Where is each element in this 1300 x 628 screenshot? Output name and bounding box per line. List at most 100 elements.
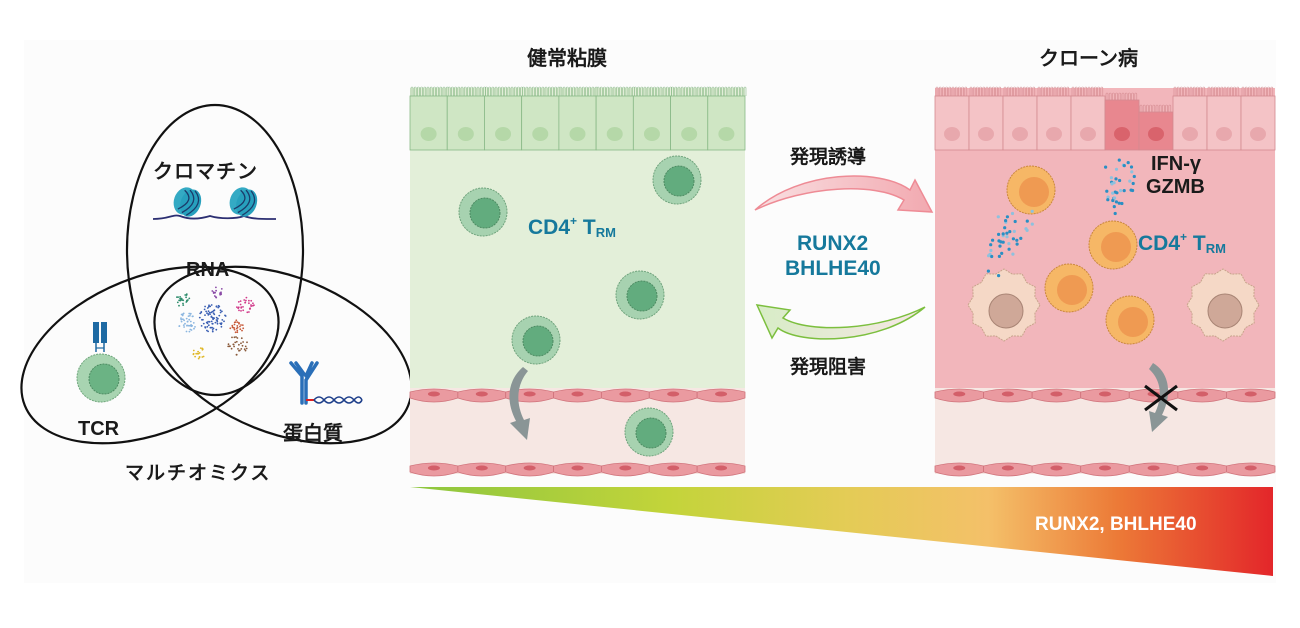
microvilli [1105,92,1138,100]
cytokine-dot [1011,252,1015,256]
microvilli [447,86,486,96]
tsne-point [232,343,235,346]
tsne-point [215,328,218,331]
cytokine-dot [1122,189,1126,193]
tsne-point [216,320,219,323]
microvilli [969,86,1002,96]
tsne-cluster-icon [176,286,255,360]
cytokine-dot [1025,228,1029,232]
tsne-point [182,312,185,315]
tsne-point [215,319,218,321]
tsne-point [215,289,218,292]
microvilli [1241,86,1274,96]
endothelial-nucleus [1099,391,1111,397]
tsne-point [180,320,183,323]
cytokine-dot [1120,201,1124,206]
epithelial-cell [1036,95,1072,151]
tsne-point [213,295,216,297]
epithelial-nucleus [1250,127,1266,141]
label-t: T [577,216,596,239]
tsne-point [243,299,246,301]
tsne-point [207,324,210,327]
tsne-point [211,329,214,331]
inhibit-arrow [755,304,926,340]
cytokine-gzmb: GZMB [1146,176,1205,198]
cytokine-dot [1012,229,1016,233]
tsne-point [218,314,221,317]
tsne-point [221,319,224,321]
tsne-point [237,348,239,350]
tsne-point [194,355,197,358]
tsne-point [208,320,211,323]
tsne-point [198,356,201,359]
cytokine-dot [997,232,1001,236]
cytokine-dot [1015,238,1019,242]
cytokine-dot [1005,231,1009,235]
tsne-point [231,336,233,339]
tsne-point [182,304,185,306]
venn-diagram [20,103,413,445]
tsne-point [188,297,191,300]
tsne-point [243,348,246,351]
cytokine-dot [1113,196,1117,200]
expression-gradient-wedge [410,487,1273,576]
epithelial-nucleus [532,127,549,141]
tsne-point [253,304,255,307]
crohn-epithelium [934,86,1276,151]
cytokine-dot [1114,167,1119,171]
tsne-point [182,302,184,305]
venn-title-multiomics: マルチオミクス [125,462,272,484]
label-main: CD4 [1138,232,1181,255]
gene-runx2: RUNX2 [797,232,869,255]
tsne-point [204,305,207,308]
tsne-point [248,311,250,313]
tsne-point [184,294,187,296]
tsne-point [180,317,182,320]
epithelial-nucleus [420,127,437,141]
tsne-point [238,343,240,346]
endothelial-nucleus [1196,391,1209,397]
cytokine-dot [1129,165,1134,169]
tsne-point [182,299,185,302]
gradient-label: RUNX2, BHLHE40 [1035,514,1197,535]
crohn-cd4-trm-label: CD4+ TRM [1138,230,1226,256]
macrophage-nucleus [1207,293,1243,329]
cytokine-dot [1010,211,1015,216]
tsne-point [212,317,214,319]
cytokine-dot [1008,230,1012,234]
endothelial-nucleus [1050,465,1063,471]
tsne-point [245,347,248,350]
tsne-point [252,302,254,305]
epithelial-cell [1240,95,1276,151]
tsne-point [233,321,236,324]
tsne-point [192,349,195,352]
migration-arrow-healthy [509,367,530,440]
tsne-point [244,349,247,352]
tsne-point [242,306,244,308]
tsne-point [250,305,253,307]
epithelial-nucleus [1080,127,1096,141]
tsne-point [236,325,239,327]
microvilli [522,86,561,96]
tsne-point [197,357,200,360]
tsne-point [204,326,207,328]
tsne-point [210,311,213,314]
cytokine-dot [1106,198,1110,202]
tsne-point [212,312,215,314]
endothelial-nucleus [667,465,680,471]
tsne-point [212,309,215,312]
cytokine-dot [1005,235,1009,239]
cytokine-dot [1114,200,1118,204]
endothelial-nucleus [1001,391,1014,397]
tsne-point [242,327,245,330]
inhibit-label: 発現阻害 [790,356,867,378]
tsne-point [209,326,212,329]
tsne-point [240,337,243,340]
epithelial-cell [1172,95,1208,151]
epithelial-cell [558,95,597,151]
tsne-point [186,299,188,302]
tsne-point [238,322,240,324]
tsne-point [182,318,184,321]
tsne-point [211,326,214,329]
tsne-point [215,316,218,319]
